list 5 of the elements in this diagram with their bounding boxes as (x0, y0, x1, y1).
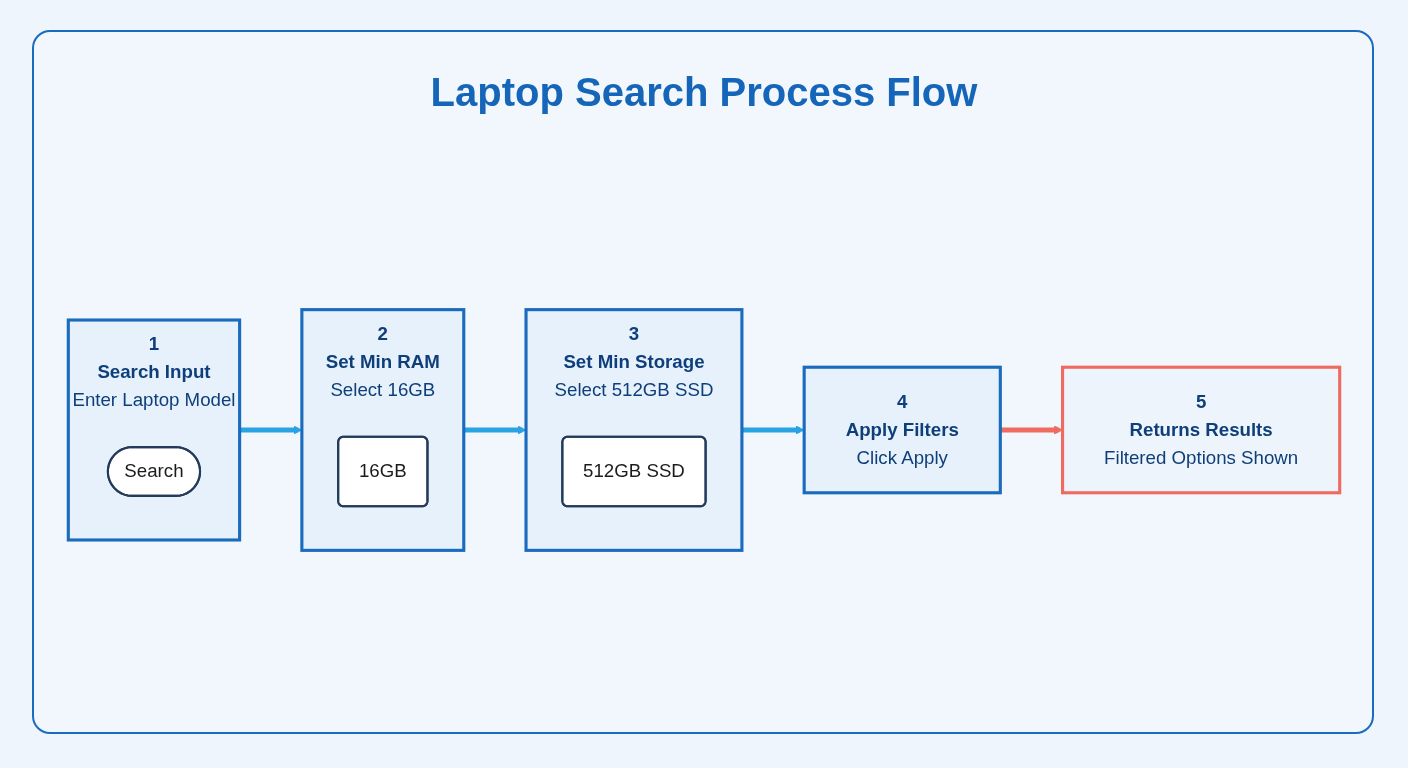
arrow (1000, 425, 1063, 435)
arrow (239, 425, 303, 435)
diagram-title: Laptop Search Process Flow (429, 70, 979, 115)
node-box: 4 Apply Filters Click Apply (802, 365, 1002, 495)
node-box: 5 Returns Results Filtered Options Shown (1061, 365, 1342, 495)
